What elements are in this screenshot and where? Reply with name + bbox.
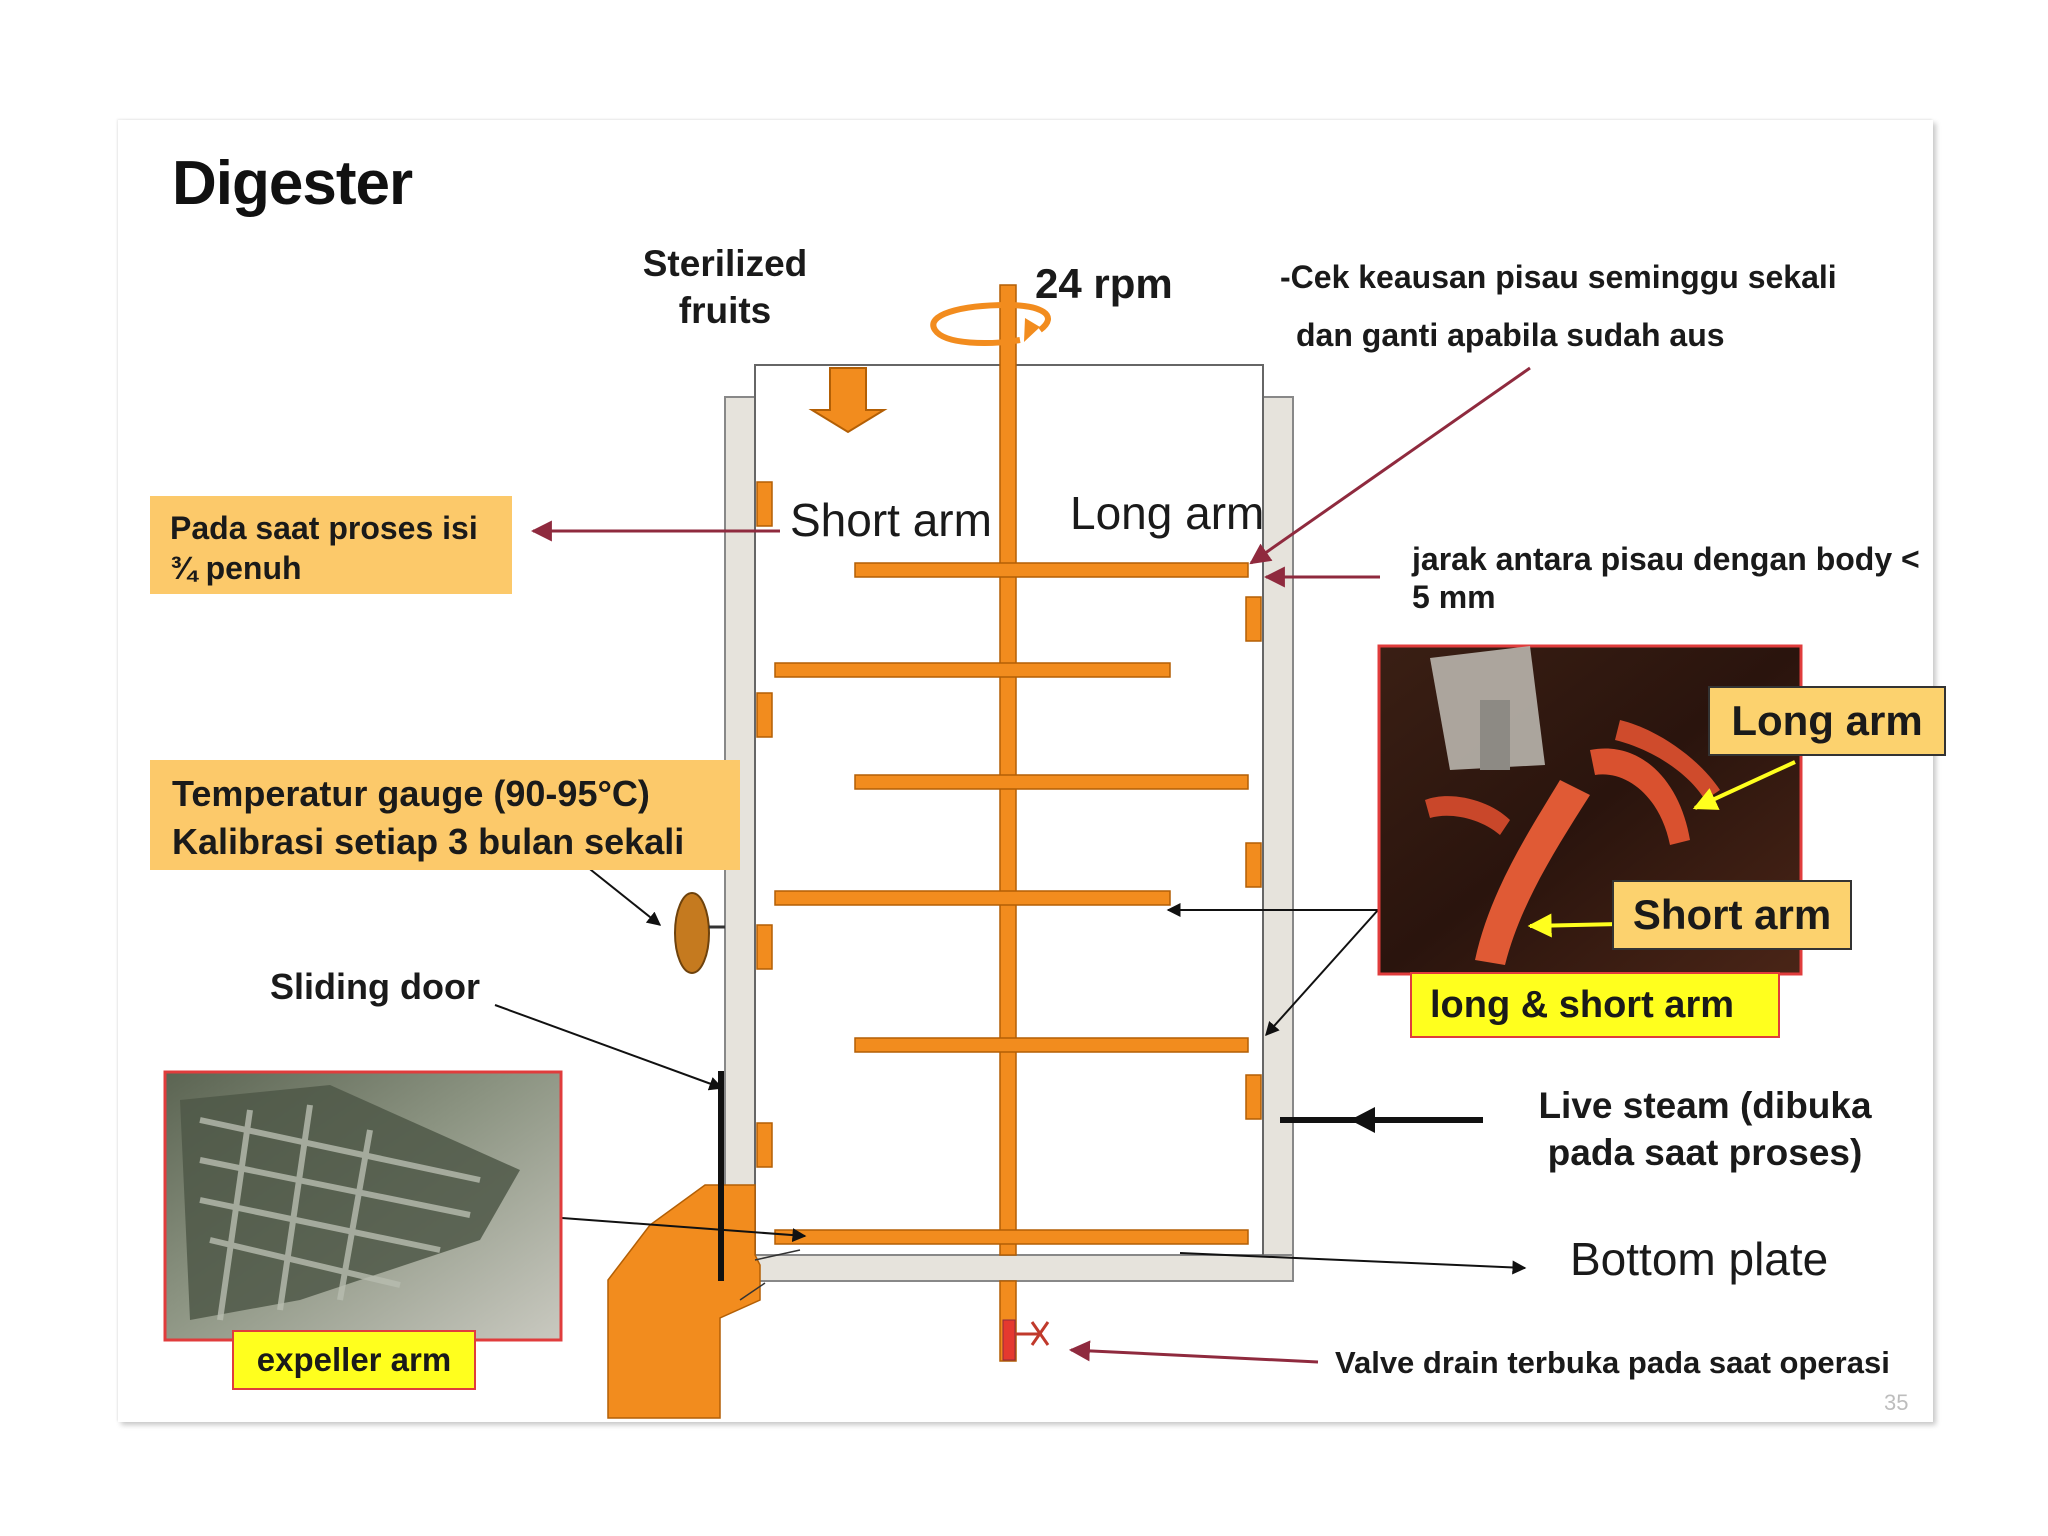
wear-check-line1: -Cek keausan pisau seminggu sekali	[1280, 259, 1837, 295]
photo-expeller-arm	[163, 1070, 563, 1342]
bottom-plate-leader	[1179, 1252, 1527, 1275]
wear-check-line2: dan ganti apabila sudah aus	[1296, 317, 1725, 353]
temperature-gauge-icon	[674, 892, 710, 974]
rpm-label: 24 rpm	[1035, 260, 1173, 307]
clearance-note: jarak antara pisau dengan body < 5 mm	[1412, 540, 1920, 616]
sliding-door	[718, 1071, 724, 1281]
bottom-plate-label: Bottom plate	[1570, 1233, 1829, 1285]
discharge-chute	[607, 1184, 801, 1419]
short-arm-1	[774, 662, 1171, 678]
live-steam-line2: pada saat proses)	[1547, 1132, 1863, 1173]
rotation-arrow-icon	[930, 301, 1051, 346]
agitator-arms	[774, 562, 1249, 1245]
long-arm-label: Long arm	[1070, 487, 1265, 539]
short-arm-label: Short arm	[790, 494, 992, 546]
sterilized-fruits-label: Sterilized fruits	[640, 240, 810, 334]
vessel-body	[724, 364, 1294, 1282]
expeller-arm-leader	[561, 1217, 807, 1243]
fill-level-line2: ¾ penuh	[170, 550, 302, 586]
photo-long-short-caption: long & short arm	[1410, 972, 1780, 1038]
sliding-door-leader	[494, 1004, 724, 1091]
long-arm-2	[854, 774, 1249, 790]
clearance-line2: 5 mm	[1412, 579, 1496, 615]
long-arm-photo-leader	[1265, 909, 1379, 1037]
page-number: 35	[1884, 1390, 1909, 1415]
temperature-callout: Temperatur gauge (90-95°C) Kalibrasi set…	[150, 760, 740, 870]
temperature-line1: Temperatur gauge (90-95°C)	[172, 773, 650, 814]
short-arm-2	[774, 890, 1171, 906]
sterilized-line1: Sterilized	[642, 243, 808, 284]
fill-level-callout: Pada saat proses isi ¾ penuh	[150, 496, 512, 594]
feed-arrow-icon	[808, 367, 888, 434]
photo-short-arm-tag: Short arm	[1612, 880, 1852, 950]
bottom-expeller-arm	[774, 1229, 1249, 1245]
live-steam-label: Live steam (dibuka pada saat proses)	[1500, 1082, 1910, 1176]
sterilized-line2: fruits	[678, 290, 772, 331]
valve-drain-label: Valve drain terbuka pada saat operasi	[1335, 1345, 1890, 1380]
agitator-shaft	[999, 284, 1017, 1256]
live-steam-arrow-icon	[1350, 1107, 1375, 1133]
live-steam-line1: Live steam (dibuka	[1538, 1085, 1872, 1126]
temperature-line2: Kalibrasi setiap 3 bulan sekali	[172, 821, 685, 862]
wear-check-arrow	[1249, 366, 1531, 565]
drain-valve-icon	[1002, 1319, 1050, 1361]
clearance-line1: jarak antara pisau dengan body <	[1412, 541, 1920, 577]
long-arm-3	[854, 1037, 1249, 1053]
long-arm-1	[854, 562, 1249, 578]
photo-long-arm-tag: Long arm	[1708, 686, 1946, 756]
vessel-right-wall	[1262, 396, 1294, 1276]
valve-drain-arrow	[1068, 1340, 1319, 1364]
photo-expeller-caption: expeller arm	[232, 1330, 476, 1390]
sliding-door-label: Sliding door	[270, 966, 480, 1007]
slide-title: Digester	[172, 149, 413, 218]
fill-level-line1: Pada saat proses isi	[170, 510, 478, 546]
wear-check-note: -Cek keausan pisau seminggu sekali dan g…	[1280, 248, 1837, 364]
vessel-bottom-wall	[724, 1254, 1294, 1282]
wall-baffles	[756, 481, 1262, 1168]
